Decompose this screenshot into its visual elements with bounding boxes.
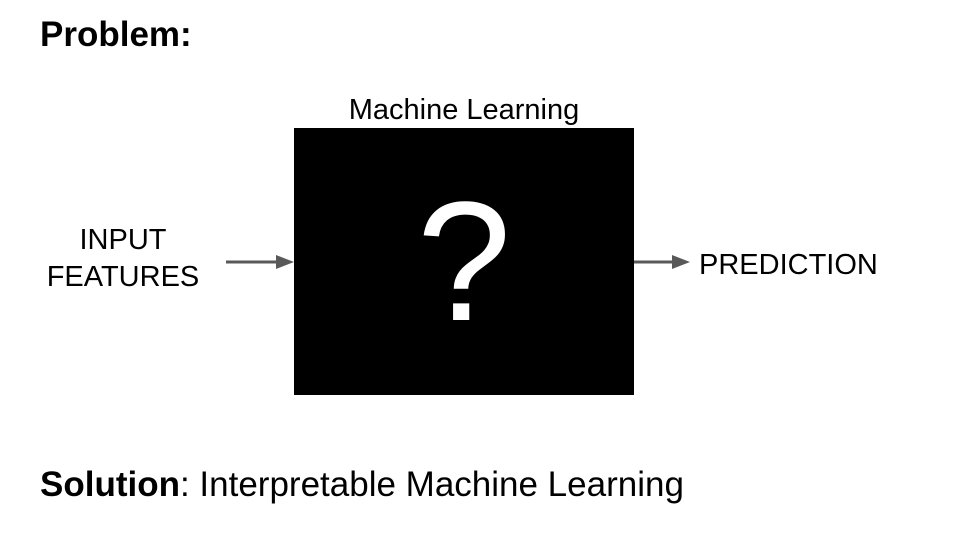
input-label-line1: INPUT xyxy=(79,224,167,256)
machine-learning-label: Machine Learning xyxy=(348,94,580,126)
input-label-line2: FEATURES xyxy=(46,261,200,293)
problem-heading: Problem: xyxy=(40,15,192,54)
input-features-label: INPUT FEATURES xyxy=(30,222,216,296)
solution-line: Solution: Interpretable Machine Learning xyxy=(40,462,684,508)
solution-separator: : xyxy=(179,465,190,504)
solution-text: Interpretable Machine Learning xyxy=(189,465,684,504)
solution-heading: Solution xyxy=(40,465,180,504)
question-mark-icon: ? xyxy=(416,166,512,357)
black-box-model: ? xyxy=(294,128,634,395)
input-arrow-icon xyxy=(226,255,294,269)
prediction-label: PREDICTION xyxy=(699,249,878,281)
output-arrow-icon xyxy=(634,255,690,269)
